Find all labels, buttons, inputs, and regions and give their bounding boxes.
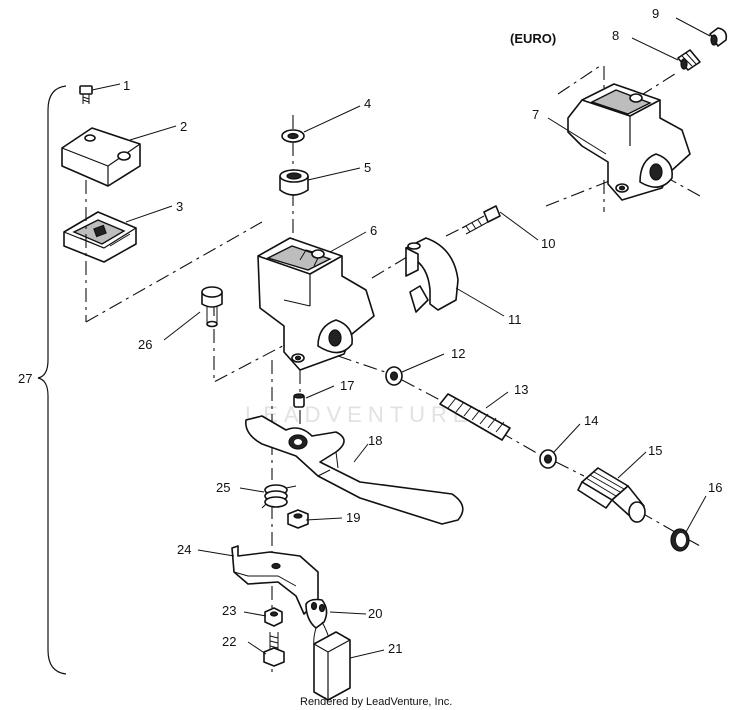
part-18-lever: [245, 415, 464, 525]
callout-9: 9: [652, 6, 659, 21]
callout-labels: 1 2 3 4 5 6 7 8 9 10 11 12 13 14 15 16 1…: [18, 6, 722, 656]
callout-20: 20: [368, 606, 382, 621]
assembly-bracket: [37, 85, 67, 675]
callout-22: 22: [222, 634, 236, 649]
part-8-fitting: [677, 49, 701, 71]
part-15-piston: [577, 467, 646, 523]
part-21-tag: [313, 631, 351, 701]
callout-7: 7: [532, 107, 539, 122]
callout-15: 15: [648, 443, 662, 458]
callout-12: 12: [451, 346, 465, 361]
part-24-bracket: [231, 545, 319, 615]
part-22-screw: [263, 632, 285, 667]
part-23-nut: [264, 607, 283, 627]
callout-17: 17: [340, 378, 354, 393]
callout-16: 16: [708, 480, 722, 495]
part-16-oring: [670, 528, 690, 552]
callout-5: 5: [364, 160, 371, 175]
part-3-diaphragm: [63, 211, 137, 263]
part-25-spring: [261, 484, 297, 509]
callout-11: 11: [508, 312, 522, 327]
part-9-cap: [709, 27, 728, 47]
callout-24: 24: [177, 542, 191, 557]
watermark-text: LEADVENTURE: [245, 402, 474, 427]
callout-13: 13: [514, 382, 528, 397]
callout-27: 27: [18, 371, 32, 386]
part-7-master-cylinder-euro: [567, 83, 691, 201]
part-10-bolt: [461, 205, 501, 235]
part-13-spring: [439, 393, 511, 441]
callout-25: 25: [216, 480, 230, 495]
part-2-reservoir-cover: [61, 127, 141, 187]
part-17-bushing: [293, 393, 305, 408]
callout-19: 19: [346, 510, 360, 525]
callout-21: 21: [388, 641, 402, 656]
callout-1: 1: [123, 78, 130, 93]
part-1-screw: [79, 85, 93, 104]
callout-4: 4: [364, 96, 371, 111]
callout-18: 18: [368, 433, 382, 448]
part-6-master-cylinder: [257, 237, 375, 371]
callout-6: 6: [370, 223, 377, 238]
callout-10: 10: [541, 236, 555, 251]
euro-label: (EURO): [510, 31, 556, 46]
part-14-washer: [539, 449, 557, 469]
callout-8: 8: [612, 28, 619, 43]
part-5-cup: [279, 169, 309, 196]
part-4-washer: [281, 129, 305, 143]
part-12-washer: [385, 366, 403, 386]
callout-23: 23: [222, 603, 236, 618]
leader-lines: [91, 17, 711, 659]
part-26-bolt: [201, 286, 223, 328]
part-19-nut: [287, 509, 309, 529]
callout-3: 3: [176, 199, 183, 214]
part-11-clamp: [405, 237, 459, 313]
callout-14: 14: [584, 413, 598, 428]
credit-text: Rendered by LeadVenture, Inc.: [300, 696, 452, 708]
callout-26: 26: [138, 337, 152, 352]
callout-2: 2: [180, 119, 187, 134]
